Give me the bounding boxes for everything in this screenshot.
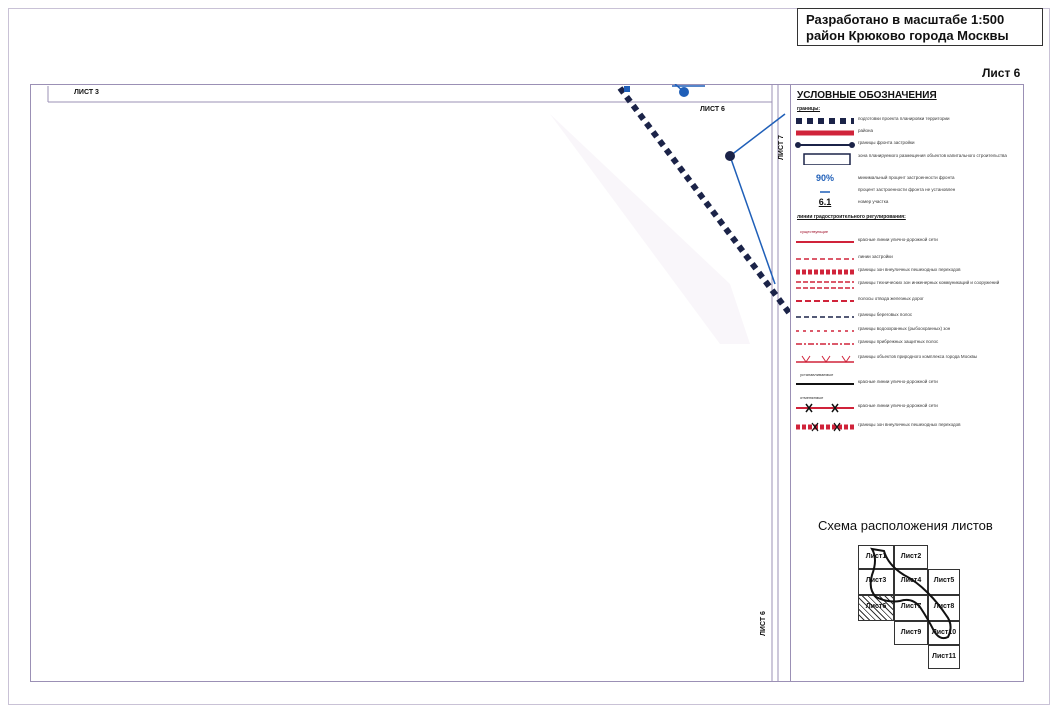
scheme-sheet-2[interactable]: Лист2: [894, 545, 928, 569]
scheme-sheet-10[interactable]: Лист10: [928, 621, 960, 645]
drawing-frame: [30, 84, 1024, 682]
map-canvas[interactable]: [30, 84, 790, 682]
scheme-sheet-9[interactable]: Лист9: [894, 621, 928, 645]
zone-rectangle-symbol: [803, 153, 851, 165]
legend-item: границы объектов природного комплекса го…: [794, 352, 1020, 368]
territory-boundary-line: [617, 86, 790, 316]
legend-item: границы зон внеуличных пешеходных перехо…: [796, 267, 961, 275]
legend-item: 6.1 номер участка: [794, 197, 1020, 211]
legend-item: границы фронта застройки: [794, 138, 1020, 152]
legend-sub-boundaries: границы:: [797, 106, 821, 112]
label-sheet-3: ЛИСТ 3: [74, 89, 99, 96]
title-scale: Разработано в масштабе 1:500: [806, 12, 1005, 27]
street-line-1: [729, 155, 776, 285]
label-sheet-7: ЛИСТ 7: [778, 135, 785, 160]
legend-item: границы водоохранных (рыбоохранных) зон: [796, 326, 951, 332]
scheme-sheet-6-current[interactable]: Лист6: [858, 595, 894, 621]
legend-item: зона планируемого размещения объектов ка…: [794, 151, 1020, 169]
legend-item: границы прибрежных защитных полос: [796, 339, 939, 345]
label-sheet-6-bottom: ЛИСТ 6: [760, 611, 767, 636]
title-district: район Крюково города Москвы: [806, 28, 1009, 43]
scheme-outline: [869, 547, 952, 640]
scheme-sheet-5[interactable]: Лист5: [928, 569, 960, 595]
boundary-start-marker: [624, 86, 630, 92]
legend-item: границы зон внеуличных пешеходных перехо…: [794, 420, 1020, 434]
legend-item: линии застройки: [796, 254, 893, 260]
scheme-sheet-7[interactable]: Лист7: [894, 595, 928, 621]
percent-symbol: 90%: [815, 173, 834, 183]
scheme-sheet-4[interactable]: Лист4: [894, 569, 928, 595]
legend-item: границы береговых полос: [796, 312, 913, 318]
front-line-symbol: [795, 142, 855, 148]
legend-item: процент застроенности фронта не установл…: [794, 185, 1020, 199]
faded-area: [550, 114, 750, 344]
sheet-number: Лист 6: [982, 66, 1021, 80]
legend-item: границы технических зон инженерных комму…: [796, 280, 1000, 289]
red-band-symbol: [796, 130, 854, 136]
legend-sub-regulation: линии градостроительного регулирования:: [797, 214, 906, 220]
sheet-scheme: Лист1 Лист2 Лист3 Лист4 Лист5 Лист6 Лист…: [858, 545, 962, 670]
established-label: устанавливаемые: [800, 372, 834, 377]
label-sheet-6-top: ЛИСТ 6: [700, 106, 725, 113]
node-marker-blue: [679, 87, 689, 97]
outer-border: [8, 8, 1050, 705]
legend-item: 90% минимальный процент застроенности фр…: [794, 173, 1020, 187]
cancelled-label: отменяемые: [800, 395, 824, 400]
legend-title: УСЛОВНЫЕ ОБОЗНАЧЕНИЯ: [797, 90, 937, 101]
existing-label: существующие: [800, 229, 829, 234]
legend-item: красные линии улично-дорожной сети: [796, 379, 938, 385]
title-block: Разработано в масштабе 1:500 район Крюко…: [797, 8, 1043, 46]
lot-number-symbol: 6.1: [818, 197, 832, 207]
node-marker: [725, 151, 735, 161]
street-line-2: [729, 113, 786, 157]
legend-item: района: [794, 126, 1020, 140]
dash-symbol: [820, 191, 830, 193]
legend-panel: [790, 84, 1024, 682]
legend-item: красные линии улично-дорожной сети: [796, 237, 938, 243]
scheme-sheet-3[interactable]: Лист3: [858, 569, 894, 595]
legend-item: подготовки проекта планировки территории: [794, 114, 1020, 128]
legend-item: полосы отвода железных дорог: [796, 296, 924, 302]
legend-item: красные линии улично-дорожной сети: [794, 401, 1020, 415]
scheme-title: Схема расположения листов: [818, 518, 993, 533]
dashed-boundary-symbol: [796, 118, 854, 124]
scheme-sheet-11[interactable]: Лист11: [928, 645, 960, 669]
